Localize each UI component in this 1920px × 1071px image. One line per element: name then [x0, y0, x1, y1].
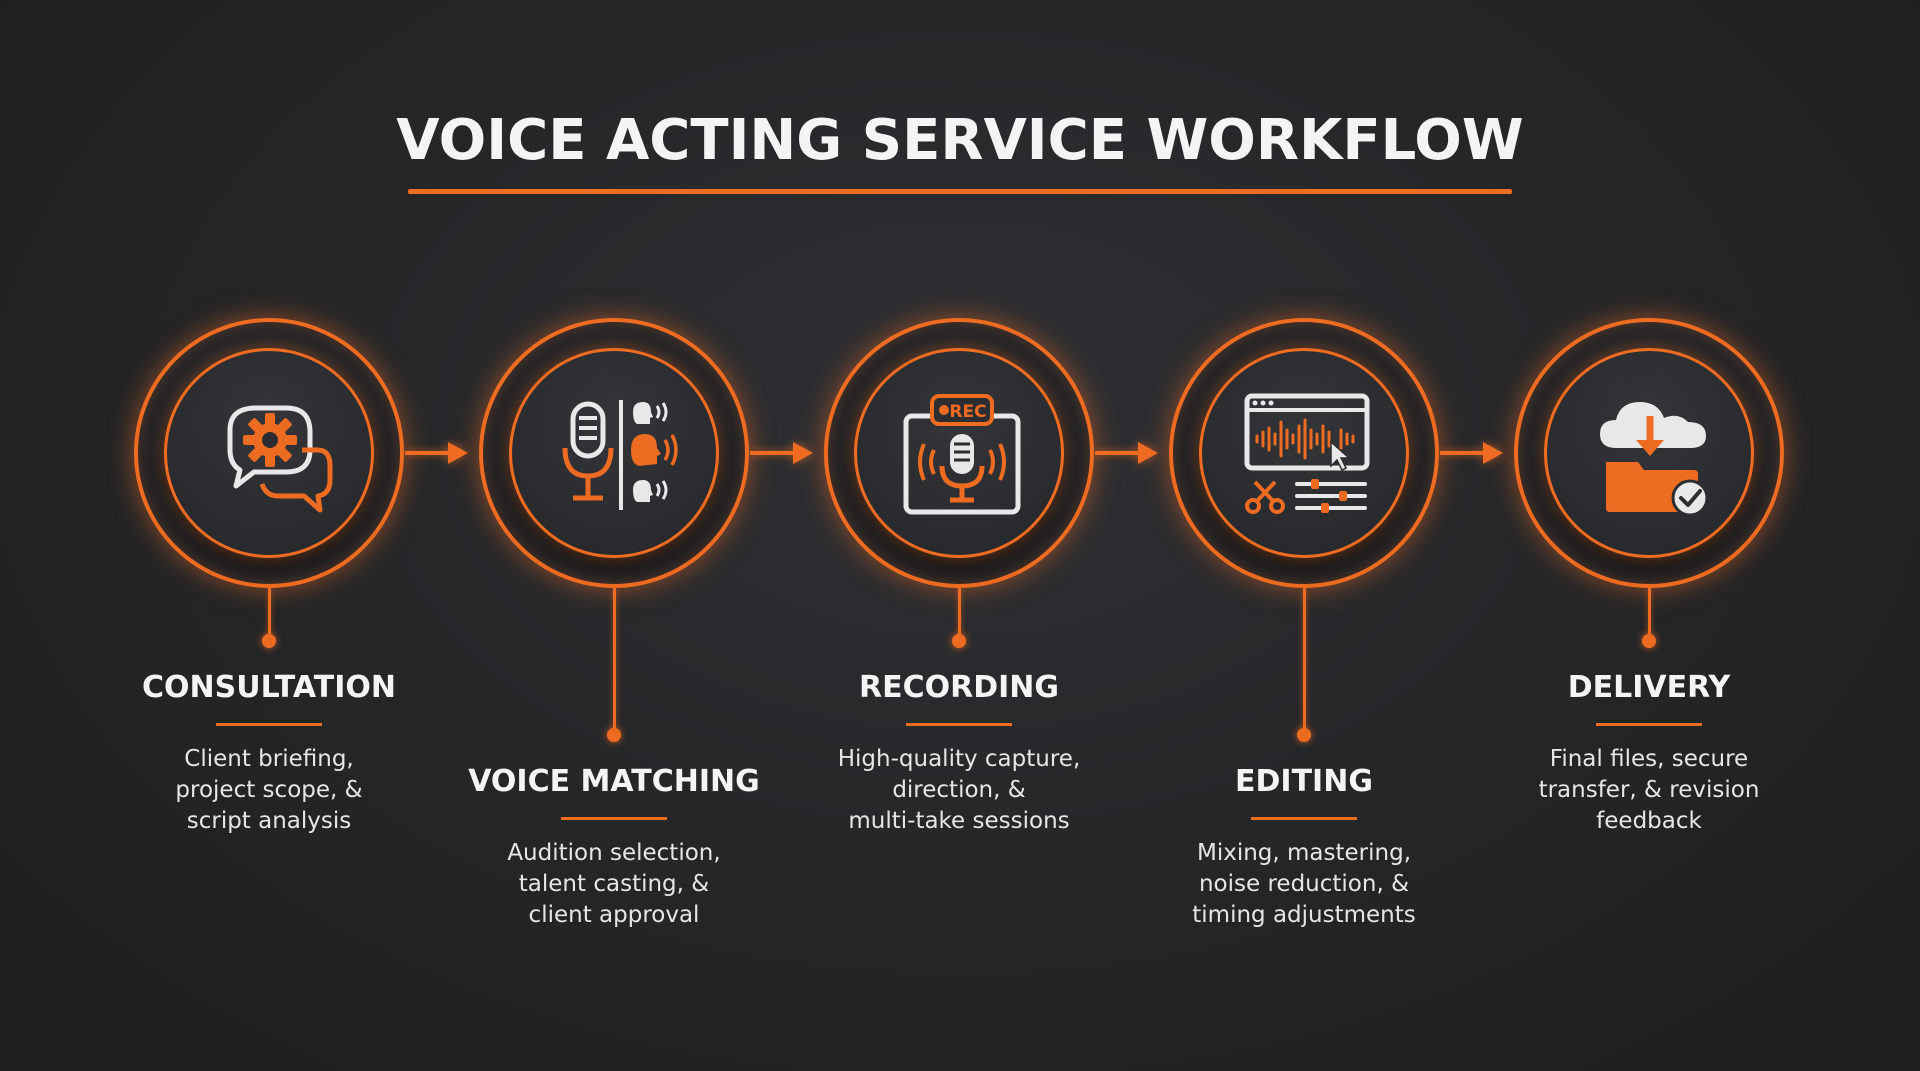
flow-arrow-head-4	[1483, 442, 1503, 464]
step-connector-voice-matching	[613, 588, 616, 734]
step-node-inner	[164, 348, 374, 558]
step-title: EDITING	[1235, 764, 1373, 799]
step-description: Final files, secure transfer, & revision…	[1538, 746, 1760, 834]
step-description: Mixing, mastering, noise reduction, & ti…	[1192, 840, 1416, 928]
step-node-inner	[1544, 348, 1754, 558]
step-rule	[906, 723, 1012, 726]
flow-arrow-2	[750, 451, 794, 455]
page-title: VOICE ACTING SERVICE WORKFLOW	[396, 108, 1524, 173]
step-text-consultation: CONSULTATION Client briefing, project sc…	[89, 670, 449, 837]
flow-arrow-head-3	[1138, 442, 1158, 464]
step-text-recording: RECORDING High-quality capture, directio…	[779, 670, 1139, 837]
step-title: VOICE MATCHING	[468, 764, 760, 799]
flow-arrow-3	[1095, 451, 1139, 455]
flow-arrow-head-1	[448, 442, 468, 464]
svg-text:REC: REC	[949, 402, 986, 422]
step-text-voice-matching: VOICE MATCHING Audition selection, talen…	[434, 764, 794, 931]
step-dot-recording	[952, 634, 966, 648]
microphone-voices-icon	[562, 400, 678, 510]
step-node-inner	[1199, 348, 1409, 558]
title-underline	[408, 189, 1512, 194]
step-connector-recording	[958, 588, 961, 640]
flow-arrow-1	[405, 451, 449, 455]
step-connector-delivery	[1648, 588, 1651, 640]
step-connector-editing	[1303, 588, 1306, 734]
step-node-recording: REC	[824, 318, 1094, 588]
step-description: High-quality capture, direction, & multi…	[837, 746, 1081, 834]
step-title: RECORDING	[858, 670, 1059, 705]
step-dot-consultation	[262, 634, 276, 648]
step-connector-consultation	[268, 588, 271, 640]
step-dot-editing	[1297, 728, 1311, 742]
step-node-consultation	[134, 318, 404, 588]
cloud-download-folder-icon	[1600, 402, 1709, 517]
step-rule	[1251, 817, 1357, 820]
step-text-editing: EDITING Mixing, mastering, noise reducti…	[1124, 764, 1484, 931]
step-node-inner: REC	[854, 348, 1064, 558]
step-title: DELIVERY	[1567, 670, 1731, 705]
step-dot-delivery	[1642, 634, 1656, 648]
step-dot-voice-matching	[607, 728, 621, 742]
step-node-voice-matching	[479, 318, 749, 588]
step-description: Audition selection, talent casting, & cl…	[507, 840, 721, 928]
step-node-delivery	[1514, 318, 1784, 588]
step-text-delivery: DELIVERY Final files, secure transfer, &…	[1469, 670, 1829, 837]
flow-arrow-4	[1440, 451, 1484, 455]
rec-microphone-icon: REC	[903, 394, 1021, 515]
step-description: Client briefing, project scope, & script…	[175, 746, 363, 834]
step-title: CONSULTATION	[141, 670, 396, 705]
step-rule	[1596, 723, 1702, 726]
step-node-inner	[509, 348, 719, 558]
step-rule	[216, 723, 322, 726]
flow-arrow-head-2	[793, 442, 813, 464]
step-rule	[561, 817, 667, 820]
chat-gear-icon	[227, 405, 333, 513]
step-node-editing	[1169, 318, 1439, 588]
waveform-editor-icon	[1244, 393, 1370, 514]
